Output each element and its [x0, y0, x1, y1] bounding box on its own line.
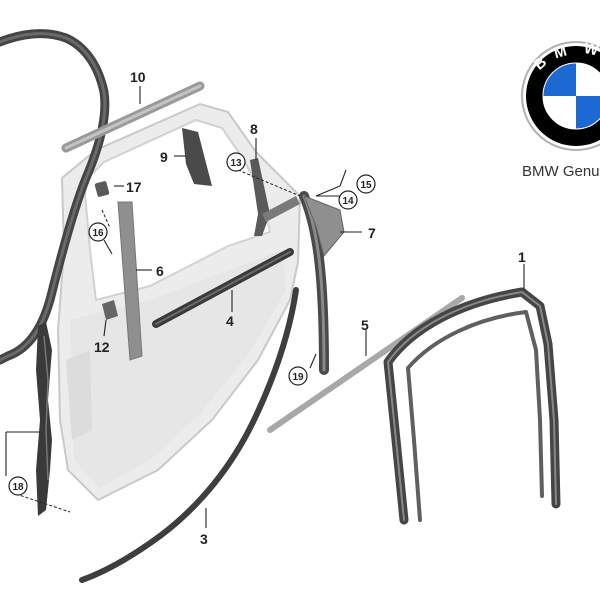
callout-label: 8	[250, 121, 258, 137]
callout-6: 6	[156, 263, 164, 279]
part-8-channel	[250, 158, 300, 236]
callout-label: 10	[130, 69, 146, 85]
callout-label: 19	[292, 372, 304, 383]
part-12-bracket	[102, 300, 118, 320]
bmw-logo: B M W	[521, 40, 600, 151]
callout-4: 4	[226, 313, 234, 329]
callout-12: 12	[94, 339, 110, 355]
logo-letter-w: W	[582, 40, 600, 60]
brand-caption: BMW Genui	[522, 163, 600, 180]
part-18-seal-bracket	[36, 322, 52, 516]
leader-lines	[5, 86, 525, 528]
callout-label: 14	[342, 196, 354, 207]
callout-label: 18	[12, 482, 24, 493]
callout-label: 13	[230, 158, 242, 169]
callout-16: 16	[88, 222, 108, 242]
part-6-pillar-trim	[117, 201, 143, 361]
callout-label: 15	[360, 180, 372, 191]
door-frame-seal	[0, 29, 110, 365]
part-4-belt-seal	[152, 248, 294, 328]
callout-label: 1	[518, 249, 526, 265]
callout-1: 1	[518, 249, 526, 265]
callout-label: 3	[200, 531, 208, 547]
part-10-roof-strip	[61, 81, 205, 153]
callout-3: 3	[200, 531, 208, 547]
callout-label: 5	[361, 317, 369, 333]
callout-13: 13	[226, 152, 246, 172]
part-9-corner-trim	[182, 128, 212, 186]
callout-17: 17	[126, 179, 142, 195]
callout-label: 17	[126, 179, 142, 195]
callout-5: 5	[361, 317, 369, 333]
callout-label: 4	[226, 313, 234, 329]
callout-label: 12	[94, 339, 110, 355]
callout-18: 18	[8, 476, 28, 496]
part-3-lower-seal	[79, 287, 299, 583]
callout-8: 8	[250, 121, 258, 137]
part-1-door-seal-frame	[383, 287, 561, 525]
callout-label: 16	[92, 228, 104, 239]
part-17-clip	[94, 181, 110, 197]
callout-7: 7	[368, 225, 376, 241]
part-7-rear-upright-seal	[299, 191, 345, 375]
callout-15: 15	[356, 174, 376, 194]
logo-letter-m: M	[552, 43, 568, 63]
callout-label: 9	[160, 149, 168, 165]
callout-label: 6	[156, 263, 164, 279]
callout-19: 19	[288, 366, 308, 386]
callout-label: 7	[368, 225, 376, 241]
callout-10: 10	[130, 69, 146, 85]
callout-14: 14	[338, 190, 358, 210]
callout-9: 9	[160, 149, 168, 165]
